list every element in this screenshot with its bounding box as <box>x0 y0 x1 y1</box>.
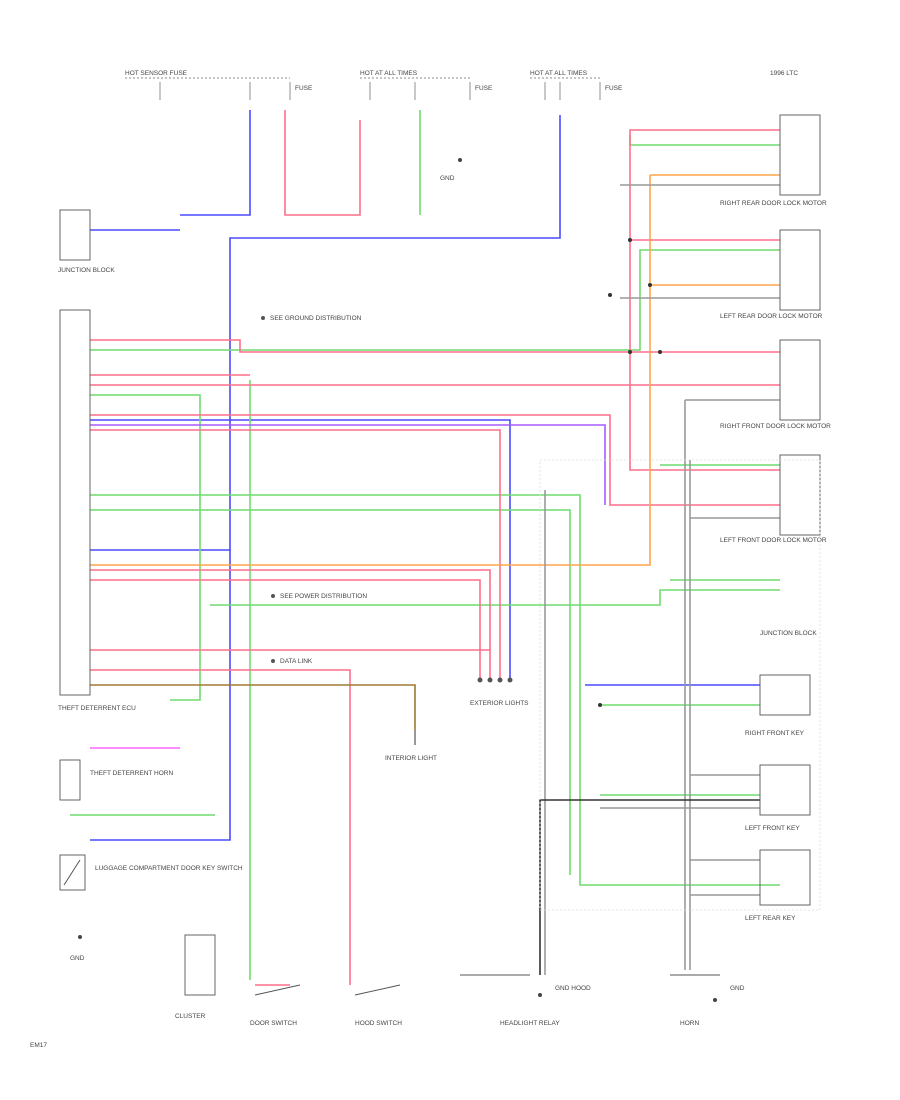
svg-text:HORN: HORN <box>680 1020 699 1027</box>
wire-red-ext1 <box>90 429 501 680</box>
wire-red-top <box>284 110 361 216</box>
wire-green-lrkey <box>90 494 780 886</box>
wire-red-hood <box>90 669 351 985</box>
svg-text:SEE POWER DISTRIBUTION: SEE POWER DISTRIBUTION <box>280 593 367 600</box>
svg-text:DOOR SWITCH: DOOR SWITCH <box>250 1020 297 1027</box>
svg-text:INTERIOR LIGHT: INTERIOR LIGHT <box>385 755 437 762</box>
right-rear-lock-motor: RIGHT REAR DOOR LOCK MOTOR <box>720 114 827 207</box>
header-right: 1996 LTC <box>770 70 798 77</box>
left-rear-lock-motor: LEFT REAR DOOR LOCK MOTOR <box>720 229 823 320</box>
junction-block-right-label: JUNCTION BLOCK <box>760 630 817 637</box>
svg-text:LEFT REAR DOOR LOCK MOTOR: LEFT REAR DOOR LOCK MOTOR <box>720 313 823 320</box>
svg-text:SEE GROUND DISTRIBUTION: SEE GROUND DISTRIBUTION <box>270 315 362 322</box>
theft-deterrent-horn: THEFT DETERRENT HORN <box>59 759 173 801</box>
svg-text:DATA LINK: DATA LINK <box>280 658 313 665</box>
svg-text:GND: GND <box>730 985 745 992</box>
svg-text:GND: GND <box>70 955 85 962</box>
wire-blue-long <box>90 115 561 551</box>
wire-red-ext2 <box>90 569 491 680</box>
svg-text:HEADLIGHT RELAY: HEADLIGHT RELAY <box>500 1020 560 1027</box>
door-lock-sensor: RIGHT FRONT KEY <box>745 674 811 737</box>
svg-text:GND HOOD: GND HOOD <box>555 985 591 992</box>
wire-dark-gnd <box>539 799 760 975</box>
right-front-key: LEFT FRONT KEY <box>745 764 811 832</box>
wire-blue-top <box>180 110 251 216</box>
svg-text:LEFT FRONT DOOR LOCK MOTOR: LEFT FRONT DOOR LOCK MOTOR <box>720 537 827 544</box>
svg-text:GND: GND <box>440 175 455 182</box>
ground-symbol-top: GND <box>440 158 462 182</box>
fuse-c-label: FUSE <box>605 85 623 92</box>
module-connector-top <box>59 209 91 261</box>
svg-text:THEFT DETERRENT HORN: THEFT DETERRENT HORN <box>90 770 173 777</box>
wire-green-lr <box>90 249 780 351</box>
wire-violet <box>90 424 606 505</box>
svg-text:EXTERIOR LIGHTS: EXTERIOR LIGHTS <box>470 700 529 707</box>
note-data-link: DATA LINK <box>271 658 313 665</box>
svg-text:LEFT FRONT KEY: LEFT FRONT KEY <box>745 825 800 832</box>
theft-ecu-label: THEFT DETERRENT ECU <box>58 705 136 712</box>
theft-ecu-box <box>59 309 91 696</box>
ground-symbol-left: GND <box>70 935 85 962</box>
headlight-relay: HEADLIGHT RELAY <box>460 974 560 1027</box>
wire-red-lf <box>629 240 780 471</box>
wire-green-junction <box>210 589 780 606</box>
svg-text:LUGGAGE COMPARTMENT DOOR KEY S: LUGGAGE COMPARTMENT DOOR KEY SWITCH <box>95 865 243 872</box>
splice-dots <box>598 238 662 707</box>
note-power: SEE POWER DISTRIBUTION <box>271 593 367 600</box>
interior-light-connector: INTERIOR LIGHT <box>385 730 437 762</box>
figure-id: EM17 <box>30 1042 47 1049</box>
svg-text:CLUSTER: CLUSTER <box>175 1013 206 1020</box>
dashed-region <box>539 459 821 911</box>
svg-text:LEFT REAR KEY: LEFT REAR KEY <box>745 915 796 922</box>
cluster-switch: CLUSTER <box>175 934 216 1020</box>
fuse-a-label: FUSE <box>295 85 313 92</box>
wire-blue-exterior <box>90 419 511 680</box>
wire-orange-main <box>90 175 651 566</box>
hot-sensor-fuse-label: HOT SENSOR FUSE <box>125 70 188 77</box>
svg-text:RIGHT FRONT DOOR LOCK MOTOR: RIGHT FRONT DOOR LOCK MOTOR <box>720 423 831 430</box>
wire-red-ext3 <box>90 579 481 680</box>
horn-relay: HORN <box>670 974 720 1027</box>
hot-all-times-label-1: HOT AT ALL TIMES <box>360 70 418 77</box>
wire-green-mod <box>90 394 201 701</box>
wire-red-rr <box>629 129 780 240</box>
ground-symbol-right: GND <box>713 985 745 1002</box>
left-rear-key: LEFT REAR KEY <box>745 849 811 922</box>
wire-blue-lower <box>90 550 231 841</box>
wire-red-lr-lock <box>90 339 780 353</box>
svg-text:RIGHT REAR DOOR LOCK MOTOR: RIGHT REAR DOOR LOCK MOTOR <box>720 200 827 207</box>
fuse-b-label: FUSE <box>475 85 493 92</box>
exterior-lights-connector: EXTERIOR LIGHTS <box>470 677 529 707</box>
svg-text:RIGHT FRONT KEY: RIGHT FRONT KEY <box>745 730 805 737</box>
left-front-lock-motor: LEFT FRONT DOOR LOCK MOTOR <box>720 454 827 544</box>
hood-switch: HOOD SWITCH <box>354 984 402 1027</box>
wire-green-rr <box>629 135 780 146</box>
wire-brown <box>90 684 416 730</box>
luggage-switch: LUGGAGE COMPARTMENT DOOR KEY SWITCH <box>59 854 243 891</box>
door-switch: DOOR SWITCH <box>250 984 301 1027</box>
svg-text:HOOD SWITCH: HOOD SWITCH <box>355 1020 402 1027</box>
fuse-ticks <box>159 82 601 100</box>
ground-symbol-mid: GND HOOD <box>538 985 591 997</box>
right-front-lock-motor: RIGHT FRONT DOOR LOCK MOTOR <box>720 339 831 430</box>
note-ground: SEE GROUND DISTRIBUTION <box>261 315 362 322</box>
hot-all-times-label-2: HOT AT ALL TIMES <box>530 70 588 77</box>
junction-block-label: JUNCTION BLOCK <box>58 267 115 274</box>
